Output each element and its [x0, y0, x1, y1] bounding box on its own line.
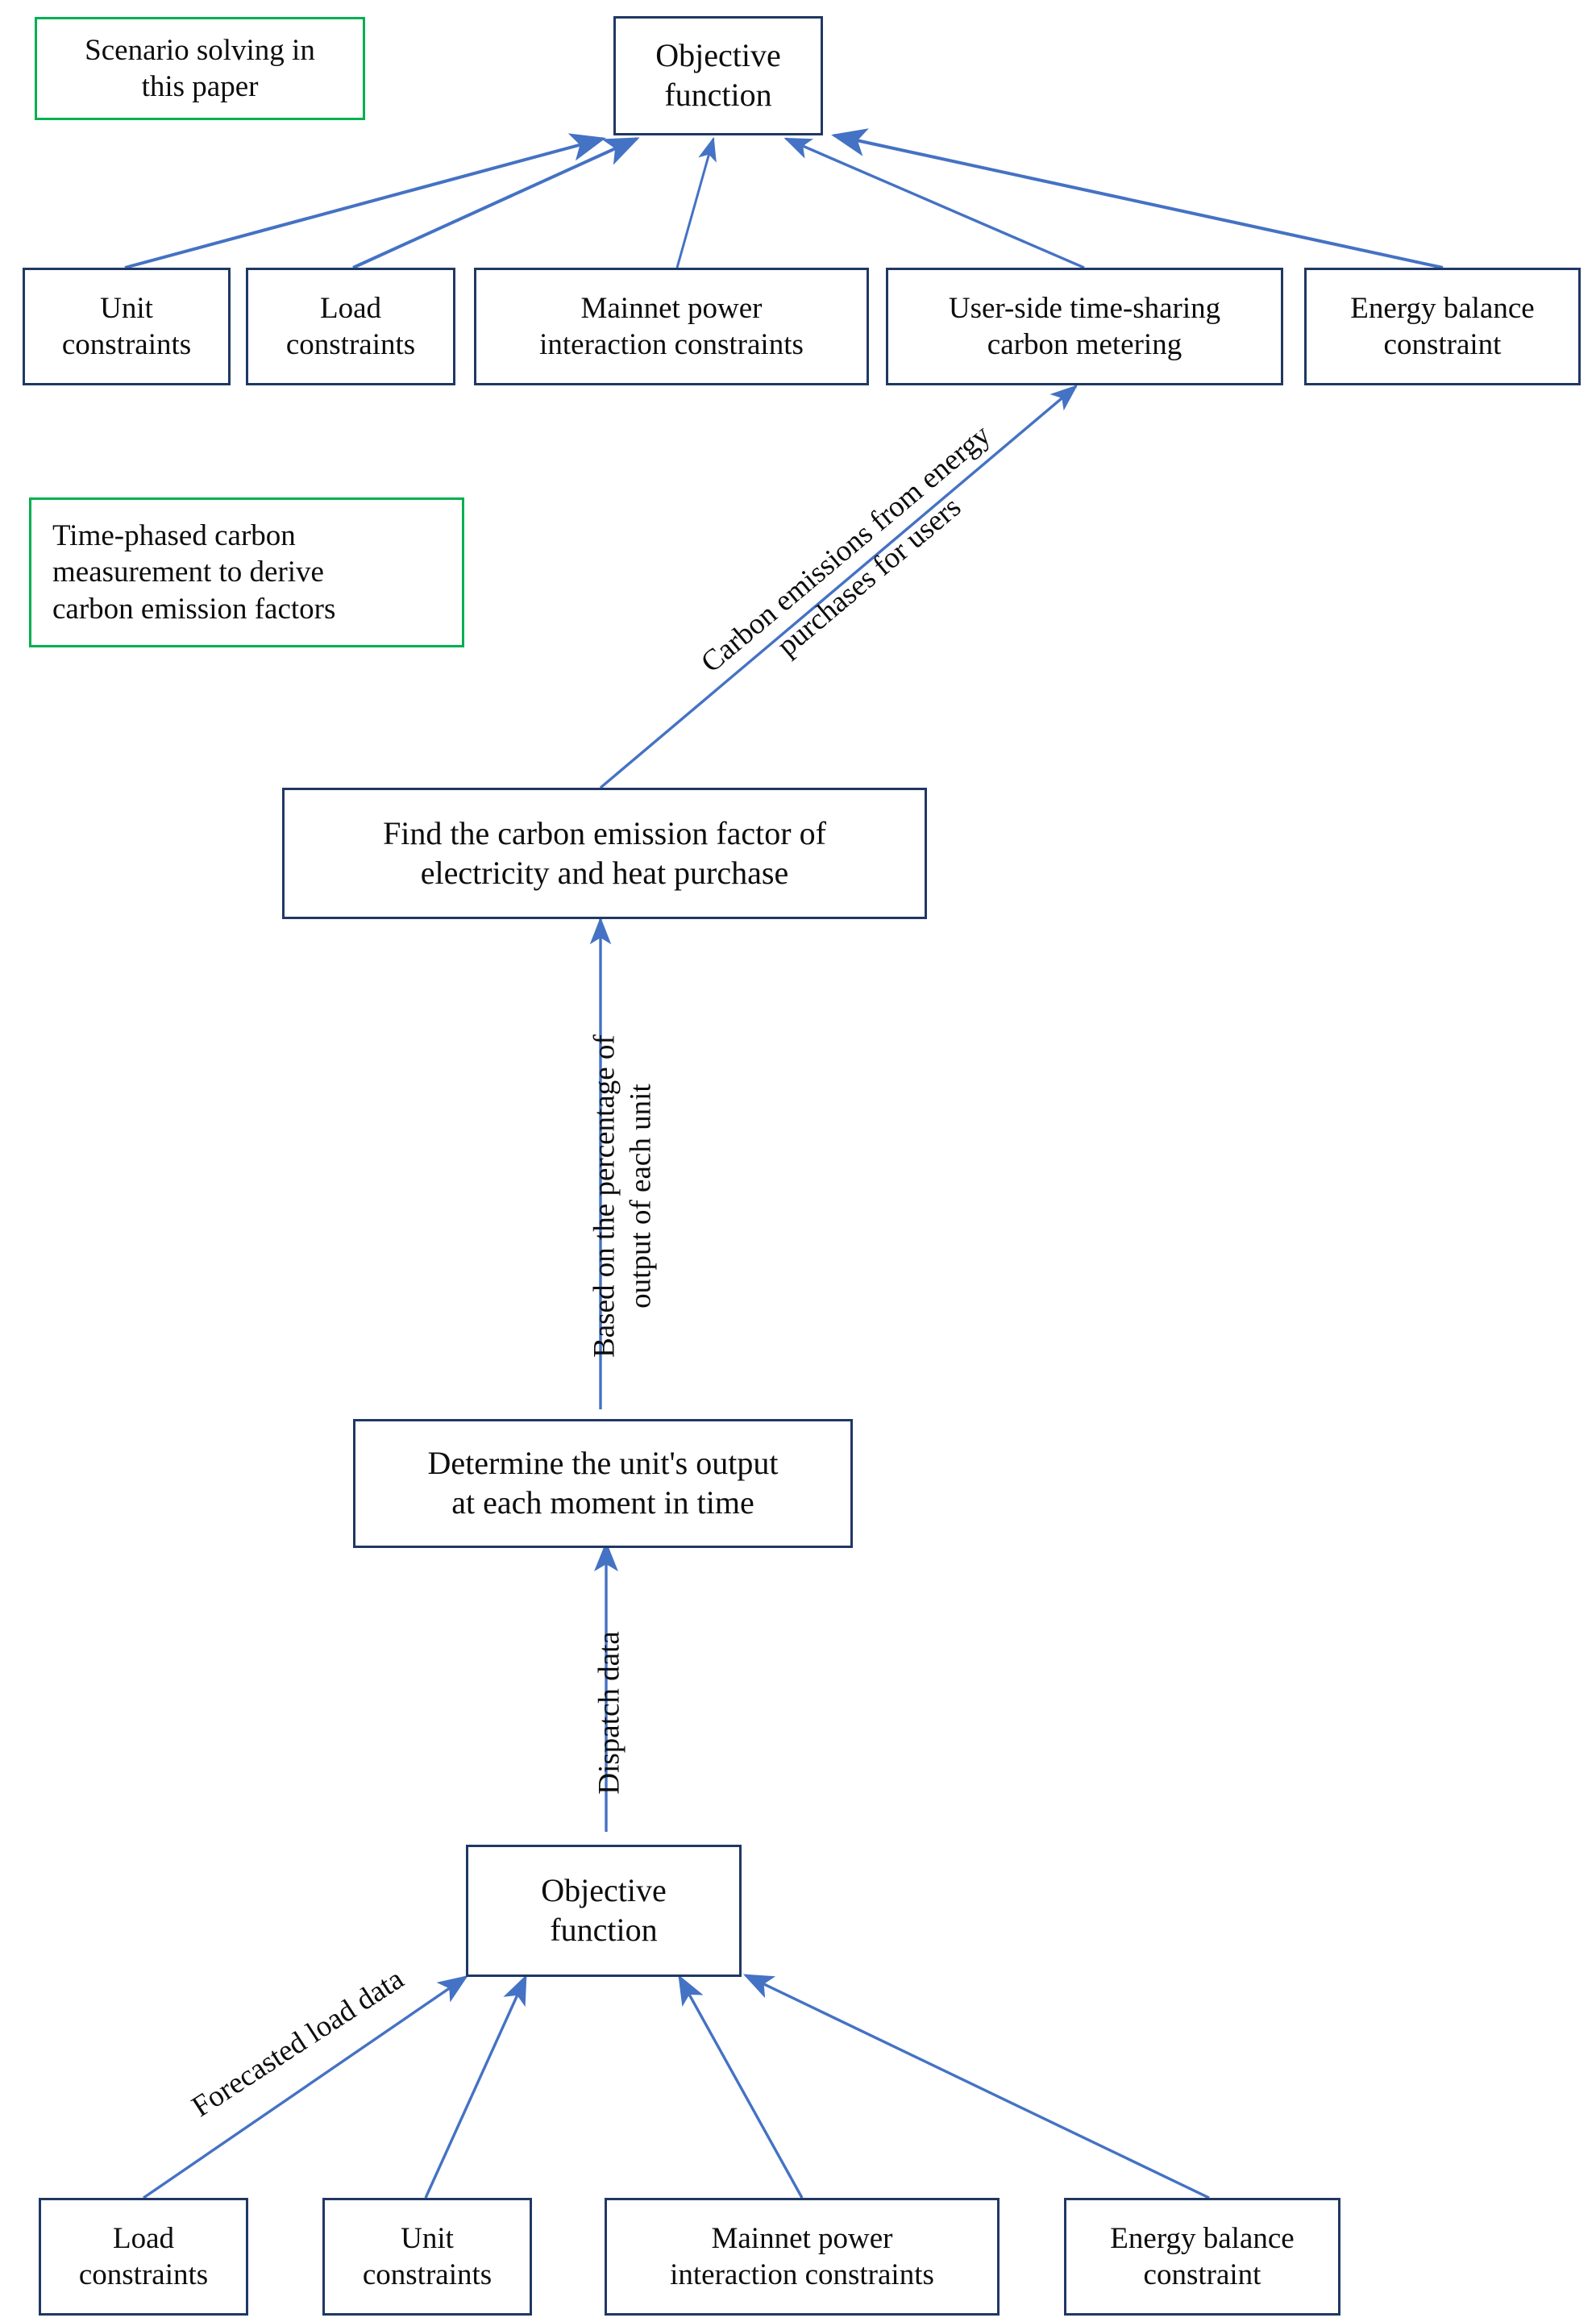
- load-constraints-bottom-box[interactable]: Load constraints: [39, 2198, 248, 2316]
- edge-label-percentage-output: Based on the percentage of output of eac…: [551, 930, 659, 1463]
- objective-function-bottom-box[interactable]: Objective function: [466, 1845, 742, 1977]
- user-side-metering-label: User-side time-sharing carbon metering: [948, 291, 1221, 361]
- edge-label-dispatch-data-text: Dispatch data: [593, 1631, 626, 1795]
- objective-function-top-label: Objective function: [655, 37, 781, 113]
- time-phased-note-text: Time-phased carbon measurement to derive…: [52, 519, 336, 626]
- load-constraints-top-label: Load constraints: [285, 291, 416, 361]
- mainnet-constraints-bottom-box[interactable]: Mainnet power interaction constraints: [605, 2198, 1000, 2316]
- time-phased-note-box: Time-phased carbon measurement to derive…: [29, 497, 464, 647]
- mainnet-constraints-top-label: Mainnet power interaction constraints: [539, 291, 804, 361]
- load-constraints-bottom-label: Load constraints: [78, 2221, 209, 2291]
- load-constraints-top-box[interactable]: Load constraints: [246, 268, 455, 385]
- scenario-note-box: Scenario solving in this paper: [35, 17, 365, 120]
- edge-label-dispatch-data: Dispatch data: [557, 1579, 629, 1846]
- edge-label-percentage-output-text: Based on the percentage of output of eac…: [588, 1034, 658, 1358]
- energy-balance-top-label: Energy balance constraint: [1350, 291, 1535, 361]
- mainnet-constraints-top-box[interactable]: Mainnet power interaction constraints: [474, 268, 869, 385]
- scenario-note-text: Scenario solving in this paper: [85, 33, 315, 103]
- energy-balance-bottom-box[interactable]: Energy balance constraint: [1064, 2198, 1340, 2316]
- find-carbon-factor-label: Find the carbon emission factor of elect…: [383, 814, 826, 891]
- mainnet-constraints-bottom-label: Mainnet power interaction constraints: [670, 2221, 934, 2291]
- unit-constraints-bottom-label: Unit constraints: [362, 2221, 493, 2291]
- objective-function-top-box[interactable]: Objective function: [613, 16, 823, 135]
- unit-constraints-bottom-box[interactable]: Unit constraints: [322, 2198, 532, 2316]
- unit-constraints-top-box[interactable]: Unit constraints: [23, 268, 231, 385]
- find-carbon-factor-box[interactable]: Find the carbon emission factor of elect…: [282, 788, 927, 919]
- determine-unit-output-label: Determine the unit's output at each mome…: [427, 1445, 779, 1521]
- edge-label-forecasted-load-data: Forecasted load data: [127, 1907, 451, 2151]
- edge-label-forecasted-load-data-text: Forecasted load data: [186, 1962, 410, 2124]
- determine-unit-output-box[interactable]: Determine the unit's output at each mome…: [353, 1419, 853, 1548]
- user-side-metering-box[interactable]: User-side time-sharing carbon metering: [886, 268, 1283, 385]
- objective-function-bottom-label: Objective function: [541, 1872, 667, 1948]
- edge-label-carbon-emissions: Carbon emissions from energy purchases f…: [633, 358, 1060, 741]
- energy-balance-top-box[interactable]: Energy balance constraint: [1304, 268, 1581, 385]
- edge-label-carbon-emissions-text: Carbon emissions from energy purchases f…: [695, 418, 997, 680]
- unit-constraints-top-label: Unit constraints: [61, 291, 192, 361]
- energy-balance-bottom-label: Energy balance constraint: [1110, 2221, 1295, 2291]
